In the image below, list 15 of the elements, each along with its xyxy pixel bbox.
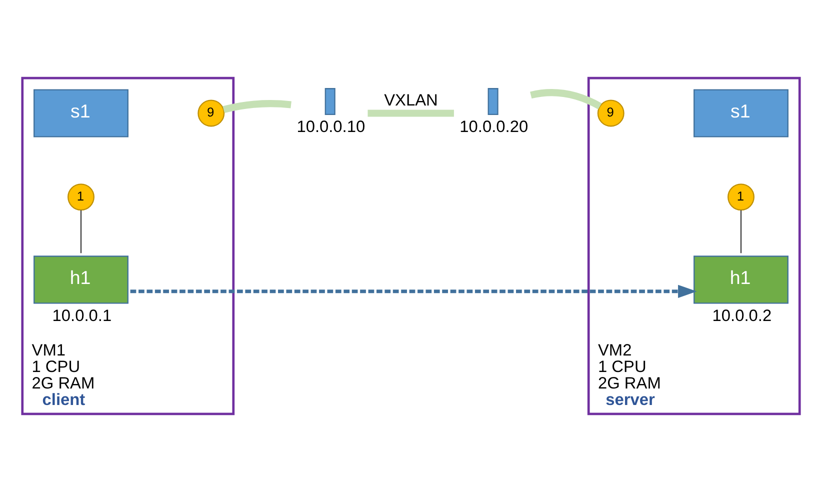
connector bbox=[530, 89, 602, 110]
connector bbox=[80, 210, 82, 254]
arrow bbox=[130, 284, 697, 298]
node-circle: 1 bbox=[728, 184, 754, 211]
connector bbox=[740, 210, 742, 254]
connector bbox=[368, 110, 454, 117]
node-circle: 9 bbox=[597, 100, 624, 127]
node-label: 10.0.0.2 bbox=[712, 306, 772, 325]
node-label: 10.0.0.10 bbox=[296, 118, 366, 136]
node-circle: 9 bbox=[198, 100, 225, 127]
edge-label: VXLAN bbox=[384, 91, 438, 110]
node-circle: 1 bbox=[68, 184, 94, 211]
node-label: 10.0.0.20 bbox=[460, 118, 528, 136]
node-label: 10.0.0.1 bbox=[52, 306, 112, 325]
connector bbox=[222, 100, 292, 113]
